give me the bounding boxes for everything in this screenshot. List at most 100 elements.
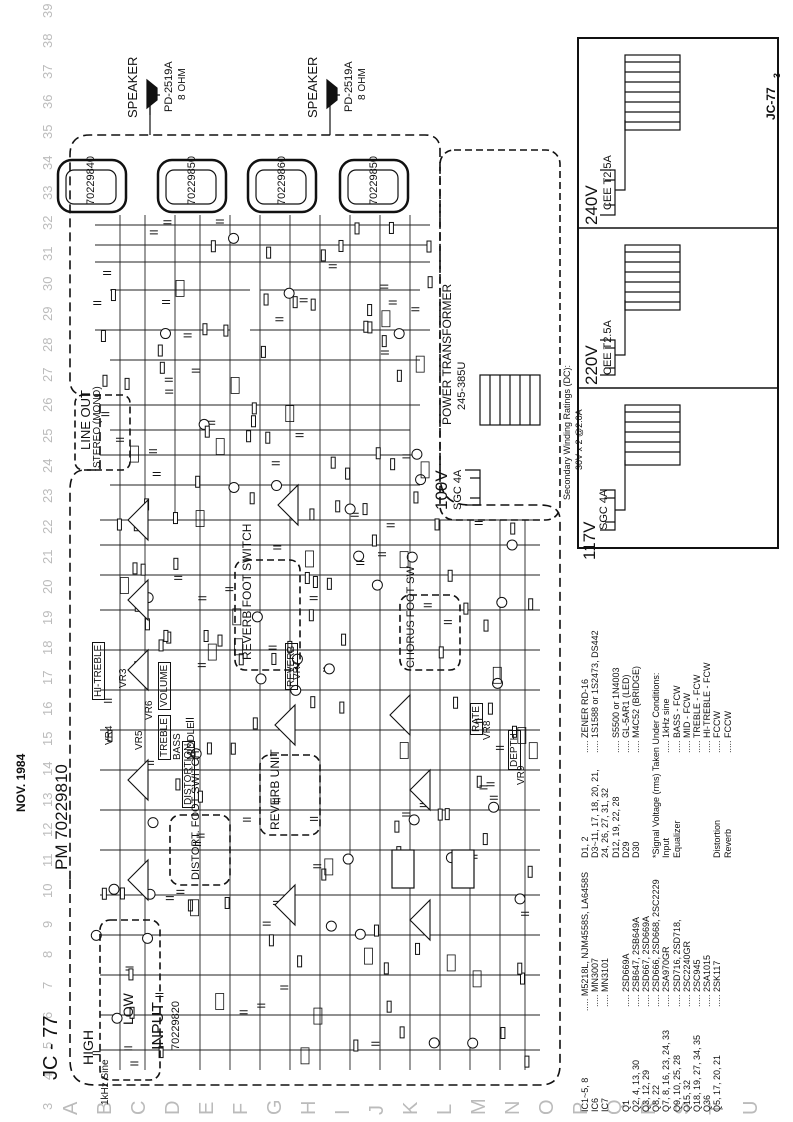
speaker-1-impedance: 8 OHM bbox=[177, 68, 188, 100]
parts-row: Q36 ..... 2SA1015 bbox=[702, 872, 712, 1112]
part-value: ..... 2SA970GR bbox=[661, 946, 672, 1007]
parts-row: D29..... GL-5AR1 (LED) bbox=[621, 630, 631, 858]
part-ref: Reverb bbox=[722, 828, 733, 858]
parts-row: IC7..... MN3101 bbox=[600, 872, 610, 1112]
part-ref: D1, 2 bbox=[580, 836, 590, 858]
sub-block-outlines bbox=[74, 149, 561, 1081]
model-header: JC-77 bbox=[764, 87, 778, 120]
parts-row: ..... MID - FCW bbox=[682, 630, 692, 858]
part-ref: Q1 bbox=[620, 1099, 631, 1112]
voltage-100v: 100V bbox=[432, 470, 451, 510]
parts-row: Input..... 1kHz sine bbox=[661, 630, 671, 858]
part-value: ..... BASS - FCW bbox=[671, 685, 682, 753]
parts-row: Q7, 8, 16, 23, 24, 33..... 2SA970GR bbox=[661, 872, 671, 1112]
volume-label: VOLUME bbox=[158, 661, 171, 710]
vr6-label: VR6 bbox=[144, 700, 155, 720]
grid-number-9: 9 bbox=[40, 920, 55, 928]
fuse-240v: CEE T2.5A bbox=[602, 155, 614, 210]
parts-row: 24, 26, 27, 31, 32 bbox=[600, 630, 610, 858]
date-label: NOV. 1984 bbox=[14, 753, 28, 812]
part-value: ..... TREBLE - FCW bbox=[692, 674, 703, 753]
part-value: ..... MN3007 bbox=[590, 957, 601, 1007]
grid-number-16: 16 bbox=[40, 701, 55, 716]
speaker-2-impedance: 8 OHM bbox=[357, 68, 368, 100]
pm-label: PM 70229810 bbox=[52, 764, 71, 870]
grid-number-3: 3 bbox=[40, 1102, 55, 1110]
parts-row: Reverb..... FCCW bbox=[723, 630, 733, 858]
grid-number-7: 7 bbox=[40, 981, 55, 989]
ic-chips bbox=[391, 849, 475, 889]
vr9-label: VR9 bbox=[516, 765, 527, 785]
parts-row: D1, 2 ..... ZENER RD-16 bbox=[580, 630, 590, 858]
part-value: ..... S5500 or 1N4003 bbox=[610, 667, 621, 753]
grid-number-15: 15 bbox=[40, 731, 55, 746]
part-ref: 24, 26, 27, 31, 32 bbox=[600, 787, 611, 858]
part-value: ..... HI-TREBLE - FCW bbox=[702, 662, 713, 753]
part-ref: D12, 19, 22, 28 bbox=[610, 796, 621, 858]
grid-number-25: 25 bbox=[40, 428, 55, 443]
grid-number-22: 22 bbox=[40, 519, 55, 534]
part-value: ..... 2SC945 bbox=[692, 959, 703, 1007]
distortion-foot-switch-label: DISTORT. FOOT SWITCH bbox=[190, 750, 202, 880]
power-amp-part-3: 70229860 bbox=[276, 156, 288, 205]
grid-number-18: 18 bbox=[40, 640, 55, 655]
parts-row: Q9, 10, 25, 28 ..... 2SD716, 2SD718, bbox=[672, 872, 682, 1112]
voltage-117v: 117V bbox=[580, 521, 599, 560]
grid-letter-A: A bbox=[60, 1101, 82, 1115]
vr8-label: VR8 bbox=[482, 720, 493, 740]
grid-number-17: 17 bbox=[40, 670, 55, 686]
power-amp-part-2: 70229850 bbox=[186, 156, 198, 205]
part-value: ..... 2SD669A bbox=[620, 953, 631, 1007]
part-value: ..... 2SA1015 bbox=[702, 954, 713, 1007]
part-value: ..... M4C52 (BRIDGE) bbox=[631, 665, 642, 753]
part-value: ..... 2SD667, 2SD669A bbox=[641, 915, 652, 1007]
power-amp-part-1: 70229840 bbox=[85, 156, 97, 205]
part-value: ..... GL-5AR1 (LED) bbox=[620, 674, 631, 753]
part-value: ..... ZENER RD-16 bbox=[580, 678, 590, 753]
part-value: ..... 1S1588 or 1S2473, DS442 bbox=[590, 630, 601, 753]
part-value: ..... 2SD716, 2SD718, bbox=[671, 919, 682, 1007]
grid-number-31: 31 bbox=[40, 246, 55, 261]
grid-number-30: 30 bbox=[40, 276, 55, 291]
vr3-label: VR3 bbox=[118, 668, 129, 688]
part-ref: Q18, 19, 27, 34, 35 bbox=[692, 1034, 703, 1112]
part-ref: Input bbox=[661, 837, 672, 858]
parts-row: ..... TREBLE - FCW bbox=[692, 630, 702, 858]
power-transformer-part: 245-385U bbox=[456, 361, 468, 410]
grid-letter-I: I bbox=[332, 1109, 354, 1115]
part-value: ..... MN3101 bbox=[600, 957, 611, 1007]
stereo-mono-label: STEREO (MONO) bbox=[92, 386, 103, 468]
grid-number-29: 29 bbox=[40, 306, 55, 322]
power-amp-inner bbox=[65, 169, 399, 205]
grid-number-38: 38 bbox=[40, 33, 55, 49]
part-ref: Equalizer bbox=[671, 820, 682, 858]
page-number: 3 bbox=[772, 72, 782, 78]
fuse-100v: SGC 4A bbox=[452, 469, 464, 510]
grid-number-26: 26 bbox=[40, 397, 55, 413]
grid-number-39: 39 bbox=[40, 3, 55, 18]
grid-number-20: 20 bbox=[40, 579, 55, 595]
panel-divider bbox=[578, 227, 778, 389]
grid-number-32: 32 bbox=[40, 215, 55, 231]
part-ref: Q3, 12, 29 bbox=[641, 1069, 652, 1112]
input-low-label: LOW bbox=[120, 993, 136, 1025]
parts-row: Q5, 17, 20, 21..... 2SK117 bbox=[712, 872, 722, 1112]
grid-letter-J: J bbox=[366, 1105, 388, 1115]
part-ref bbox=[702, 753, 712, 858]
component-symbols bbox=[90, 219, 534, 1068]
op-amp-symbols bbox=[127, 483, 431, 942]
grid-number-21: 21 bbox=[40, 549, 55, 564]
part-ref: Q9, 10, 25, 28 bbox=[671, 1054, 682, 1112]
power-amp-modules bbox=[56, 158, 410, 214]
parts-row: Q3, 12, 29 ..... 2SD667, 2SD669A bbox=[641, 872, 651, 1112]
chorus-foot-switch-label: CHORUS FOOT SW bbox=[405, 566, 417, 668]
part-value: ..... M5218L, NJM4558S, LA6458S bbox=[580, 872, 590, 1012]
vr4-label: VR4 bbox=[104, 725, 115, 745]
part-ref: Q36 bbox=[702, 1094, 713, 1112]
grid-number-36: 36 bbox=[40, 94, 55, 109]
reverb-foot-switch-label: REVERB FOOT SWITCH bbox=[240, 523, 254, 660]
part-ref: Q5, 17, 20, 21 bbox=[712, 1054, 723, 1112]
depth-label: DEPTH bbox=[508, 730, 521, 770]
part-value: ..... 2SB647, 2SB649A bbox=[630, 916, 641, 1007]
